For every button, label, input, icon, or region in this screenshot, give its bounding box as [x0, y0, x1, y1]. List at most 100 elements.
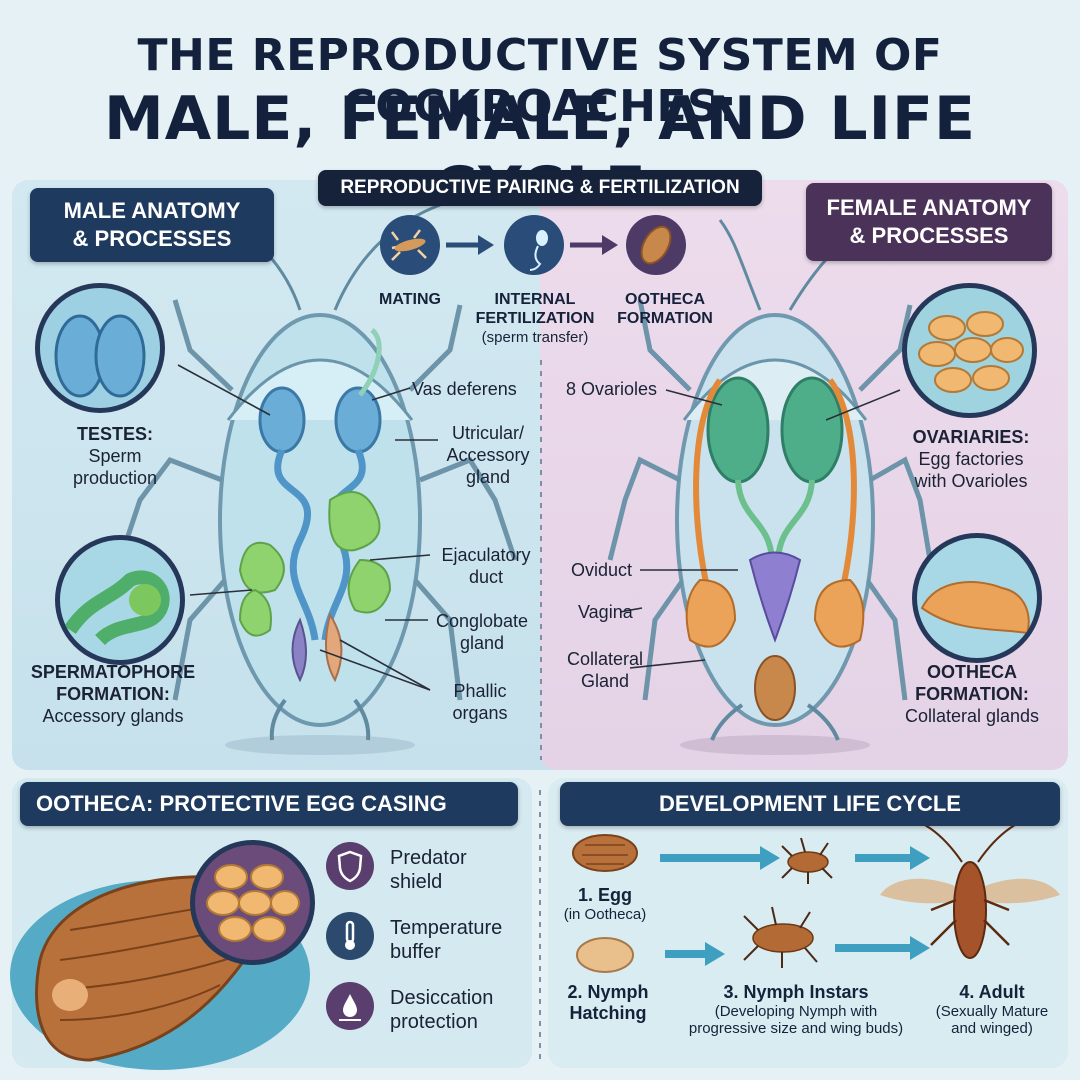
spermatophore-title-line-1: SPERMATOPHORE: [30, 662, 196, 682]
lifecycle-hatching-line-1: 2. Nymph: [567, 982, 649, 1002]
ovarioles-label: 8 Ovarioles: [566, 378, 657, 400]
testes-closeup: [35, 283, 165, 413]
male-header-line-2: & PROCESSES: [72, 226, 232, 251]
lifecycle-hatching-line-2: Hatching: [569, 1003, 647, 1023]
testes-desc-line-1: Sperm: [88, 446, 142, 466]
lifecycle-adult: [880, 814, 1060, 959]
ootheca-eggs-closeup: [190, 840, 315, 965]
benefit-temperature-line-2: buffer: [390, 941, 441, 963]
utricular-line-2: Accessory: [446, 445, 530, 465]
phallic-line-2: organs: [452, 703, 508, 723]
benefit-predator: Predator shield: [390, 846, 467, 894]
lifecycle-adult-sub-line-2: and winged): [951, 1020, 1033, 1037]
benefit-temperature: Temperature buffer: [390, 916, 502, 964]
lifecycle-small-nymph: [781, 837, 833, 884]
pairing-step-fertilization-sub: (sperm transfer): [481, 329, 589, 346]
ovaries-label: OVARIARIES: Egg factories with Ovarioles: [896, 426, 1046, 492]
ejaculatory-line-1: Ejaculatory: [441, 545, 531, 565]
water-drop-icon: [326, 982, 374, 1030]
pairing-step-mating: MATING: [368, 290, 452, 309]
benefit-desiccation-line-2: protection: [390, 1011, 478, 1033]
conglobate-line-2: gland: [459, 633, 505, 653]
ootheca-header-text: OOTHECA: PROTECTIVE EGG CASING: [36, 791, 447, 816]
lifecycle-adult-sub-line-1: (Sexually Mature: [935, 1003, 1049, 1020]
lifecycle-arrows: [660, 846, 930, 966]
male-header: MALE ANATOMY & PROCESSES: [30, 188, 274, 262]
pairing-step-ootheca: OOTHECA FORMATION: [610, 290, 720, 328]
oviduct-text: Oviduct: [571, 560, 633, 580]
vas-deferens-text: Vas deferens: [412, 379, 517, 399]
page-title-line-1: THE REPRODUCTIVE SYSTEM OF COCKROACHES:: [137, 30, 943, 132]
spermatophore-label: SPERMATOPHORE FORMATION: Accessory gland…: [18, 661, 208, 727]
ovaries-closeup: [902, 283, 1037, 418]
lifecycle-egg: [576, 937, 634, 973]
pairing-header-text: REPRODUCTIVE PAIRING & FERTILIZATION: [340, 177, 740, 198]
conglobate-line-1: Conglobate: [435, 611, 529, 631]
benefit-temperature-line-1: Temperature: [390, 917, 503, 939]
ootheca-header: OOTHECA: PROTECTIVE EGG CASING: [20, 782, 518, 826]
pairing-header: REPRODUCTIVE PAIRING & FERTILIZATION: [318, 170, 762, 206]
testes-label: TESTES: Sperm production: [55, 423, 175, 489]
female-header-line-2: & PROCESSES: [849, 223, 1009, 248]
ejaculatory-duct-label: Ejaculatory duct: [432, 544, 540, 588]
collateral-line-1: Collateral: [566, 649, 644, 669]
pairing-step-fertilization-line-1: INTERNAL: [494, 291, 576, 308]
lifecycle-egg-sub: (in Ootheca): [563, 906, 647, 923]
phallic-line-1: Phallic: [453, 681, 507, 701]
lifecycle-egg-title: 1. Egg: [577, 885, 632, 905]
ejaculatory-line-2: duct: [468, 567, 504, 587]
female-header-line-1: FEMALE ANATOMY: [826, 195, 1032, 220]
utricular-gland-label: Utricular/ Accessory gland: [438, 422, 538, 488]
ovaries-desc-line-2: with Ovarioles: [914, 471, 1028, 491]
testes-title: TESTES:: [76, 424, 153, 444]
arrow-icon: [478, 235, 494, 255]
ootheca-formation-label: OOTHECA FORMATION: Collateral glands: [892, 661, 1052, 727]
lifecycle-egg-ootheca: [572, 834, 638, 872]
lifecycle-header-text: DEVELOPMENT LIFE CYCLE: [659, 791, 961, 816]
thermometer-icon: [326, 912, 374, 960]
spermatophore-desc: Accessory glands: [42, 706, 184, 726]
lifecycle-adult-title: 4. Adult: [959, 982, 1025, 1002]
ootheca-formation-title-line-2: FORMATION:: [915, 684, 1029, 704]
benefit-desiccation-line-1: Desiccation: [390, 987, 494, 1009]
lifecycle-instars-title: 3. Nymph Instars: [723, 982, 869, 1002]
benefit-predator-line-1: Predator: [390, 847, 467, 869]
female-header: FEMALE ANATOMY & PROCESSES: [806, 183, 1052, 261]
ovaries-title: OVARIARIES:: [912, 427, 1030, 447]
lifecycle-adult-label: 4. Adult (Sexually Mature and winged): [922, 982, 1062, 1037]
lifecycle-large-nymph: [743, 906, 818, 968]
arrow-icon-2: [602, 235, 618, 255]
male-cockroach: [117, 188, 518, 755]
lifecycle-instars-label: 3. Nymph Instars (Developing Nymph with …: [676, 982, 916, 1037]
sperm-icon: [504, 215, 564, 275]
phallic-organs-label: Phallic organs: [440, 680, 520, 724]
benefit-desiccation: Desiccation protection: [390, 986, 493, 1034]
utricular-line-1: Utricular/: [451, 423, 524, 443]
ovaries-desc-line-1: Egg factories: [918, 449, 1024, 469]
benefit-predator-line-2: shield: [390, 871, 443, 893]
collateral-gland-label: Collateral Gland: [563, 648, 647, 692]
pairing-step-fertilization-line-2: FERTILIZATION: [475, 310, 595, 327]
pairing-step-ootheca-line-1: OOTHECA: [625, 291, 705, 308]
vas-deferens-label: Vas deferens: [412, 378, 517, 400]
conglobate-gland-label: Conglobate gland: [430, 610, 534, 654]
spermatophore-title-line-2: FORMATION:: [56, 684, 170, 704]
pairing-flow: [380, 215, 686, 275]
shield-icon: [326, 842, 374, 890]
oviduct-label: Oviduct: [571, 559, 632, 581]
pairing-step-mating-label: MATING: [379, 291, 441, 308]
female-cockroach: [607, 218, 933, 755]
ootheca-formation-closeup: [912, 533, 1042, 663]
ootheca-formation-title-line-1: OOTHECA: [927, 662, 1017, 682]
lifecycle-hatching-label: 2. Nymph Hatching: [560, 982, 656, 1024]
male-header-line-1: MALE ANATOMY: [63, 198, 241, 223]
collateral-line-2: Gland: [580, 671, 630, 691]
vagina-label: Vagina: [578, 601, 633, 623]
pairing-step-ootheca-line-2: FORMATION: [617, 310, 713, 327]
lifecycle-instars-sub-line-2: progressive size and wing buds): [688, 1020, 904, 1037]
testes-desc-line-2: production: [72, 468, 158, 488]
vagina-text: Vagina: [578, 602, 633, 622]
lifecycle-egg-label: 1. Egg (in Ootheca): [555, 885, 655, 923]
lifecycle-instars-sub-line-1: (Developing Nymph with: [714, 1003, 878, 1020]
